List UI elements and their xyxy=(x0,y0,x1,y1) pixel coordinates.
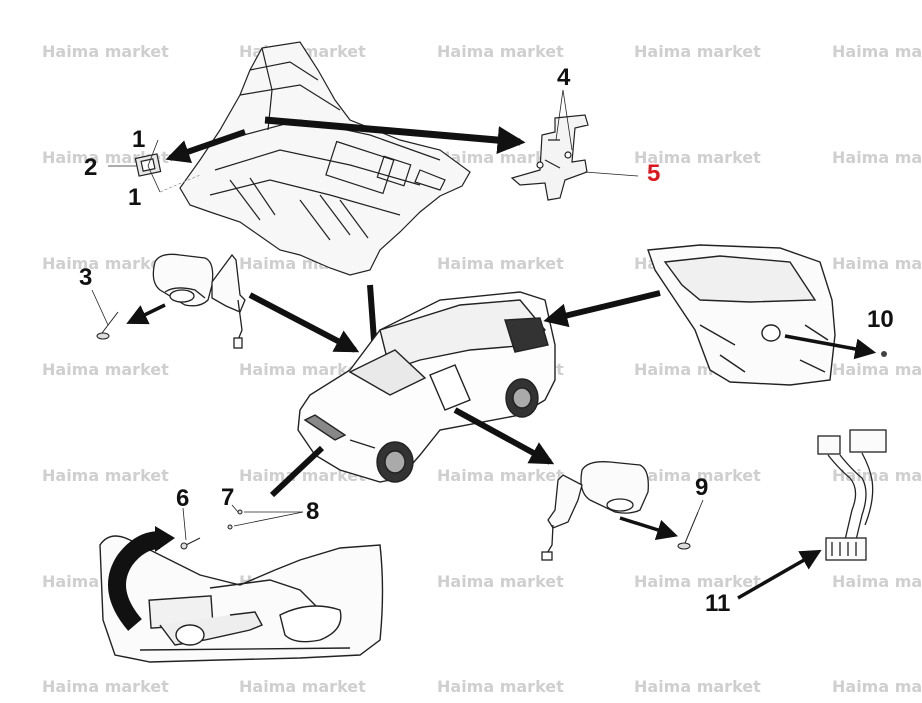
arrow-tailgate-to-car xyxy=(543,290,661,328)
callout-4: 4 xyxy=(557,64,571,91)
floor-panel xyxy=(179,41,471,276)
wiring-harness xyxy=(817,429,887,561)
leader-line xyxy=(91,289,109,326)
leader-line xyxy=(159,174,201,193)
screw-3 xyxy=(96,311,119,340)
callout-7: 7 xyxy=(221,484,235,511)
bolt-6 xyxy=(180,537,201,550)
bumper-curved-arrow-head xyxy=(155,526,175,552)
tailgate xyxy=(647,244,836,386)
arrow-to-part-10 xyxy=(784,334,877,360)
leader-line xyxy=(233,511,304,527)
left-mirror xyxy=(152,253,246,349)
callout-1-bottom: 1 xyxy=(128,184,142,211)
callout-11: 11 xyxy=(705,590,731,617)
callout-2: 2 xyxy=(84,154,98,181)
callout-10: 10 xyxy=(867,306,894,333)
bumper-curved-arrow xyxy=(108,531,161,631)
arrow-to-screw-9 xyxy=(619,516,679,540)
callout-1-top: 1 xyxy=(132,126,146,153)
clip-10 xyxy=(881,351,887,357)
callout-3: 3 xyxy=(79,264,93,291)
leader-line xyxy=(584,171,639,177)
leader-line xyxy=(147,139,159,167)
arrow-to-harness xyxy=(737,549,822,600)
leader-line xyxy=(182,507,187,541)
leader-line xyxy=(147,165,161,193)
arrow-car-to-bumper xyxy=(269,445,325,498)
arrow-to-screw-3 xyxy=(126,303,166,325)
arrow-mirror-to-car xyxy=(248,292,360,353)
arrow-to-bracket xyxy=(264,116,526,155)
bracket-assembly xyxy=(510,114,589,201)
leader-line xyxy=(697,499,704,513)
leader-line xyxy=(555,89,564,141)
callout-6: 6 xyxy=(176,485,190,512)
front-bumper xyxy=(99,535,384,663)
callout-5: 5 xyxy=(647,160,661,187)
arrow-to-pad xyxy=(165,129,246,164)
arrow-right-mirror-to-car xyxy=(453,407,555,465)
leader-line xyxy=(562,89,573,151)
screw-9 xyxy=(677,511,699,550)
leader-line xyxy=(231,504,239,513)
callout-8: 8 xyxy=(306,498,320,525)
right-mirror xyxy=(541,461,649,561)
callout-9: 9 xyxy=(695,474,709,501)
vehicle-body xyxy=(297,291,556,483)
